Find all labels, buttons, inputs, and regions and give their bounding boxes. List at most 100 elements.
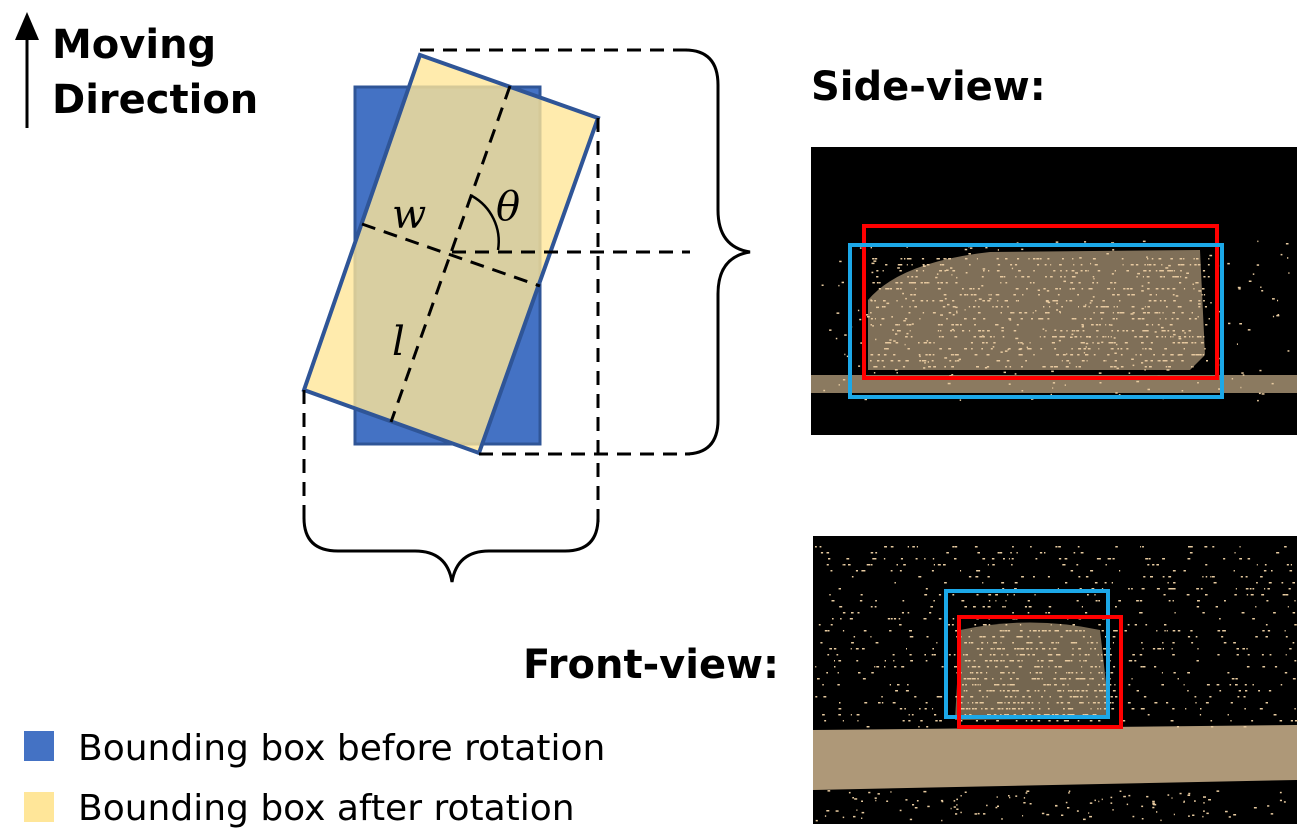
point-cloud-dot bbox=[932, 558, 935, 560]
point-cloud-dot bbox=[1225, 810, 1228, 813]
point-cloud-dot bbox=[1234, 594, 1237, 596]
point-cloud-dot bbox=[1167, 582, 1169, 584]
point-cloud-dot bbox=[941, 819, 943, 822]
point-cloud-dot bbox=[1023, 802, 1026, 804]
point-cloud-dot bbox=[1261, 393, 1265, 395]
point-cloud-dot bbox=[1284, 672, 1288, 674]
point-cloud-dot bbox=[1258, 690, 1260, 692]
point-cloud-dot bbox=[1204, 306, 1207, 308]
bottom-brace bbox=[302, 517, 600, 583]
point-cloud-dot bbox=[1119, 790, 1122, 792]
point-cloud-dot bbox=[1202, 576, 1204, 578]
point-cloud-dot bbox=[1012, 546, 1014, 548]
point-cloud-dot bbox=[1282, 594, 1286, 596]
point-cloud-dot bbox=[877, 793, 880, 795]
point-cloud-dot bbox=[1237, 696, 1240, 698]
point-cloud-dot bbox=[862, 678, 866, 680]
point-cloud-dot bbox=[1228, 816, 1231, 818]
point-cloud-dot bbox=[1273, 714, 1277, 716]
front-view-red-box bbox=[957, 615, 1123, 729]
point-cloud-dot bbox=[1256, 564, 1258, 566]
point-cloud-dot bbox=[910, 660, 913, 662]
point-cloud-dot bbox=[827, 630, 830, 632]
point-cloud-dot bbox=[1073, 552, 1076, 554]
point-cloud-dot bbox=[850, 618, 853, 620]
point-cloud-dot bbox=[1252, 273, 1255, 275]
point-cloud-dot bbox=[1140, 612, 1143, 614]
point-cloud-dot bbox=[1285, 594, 1289, 596]
point-cloud-dot bbox=[899, 570, 902, 572]
point-cloud-dot bbox=[889, 630, 892, 632]
point-cloud-dot bbox=[839, 702, 841, 704]
point-cloud-dot bbox=[821, 284, 824, 286]
point-cloud-dot bbox=[1207, 276, 1210, 278]
point-cloud-dot bbox=[926, 636, 929, 638]
point-cloud-dot bbox=[909, 654, 912, 656]
point-cloud-dot bbox=[1289, 648, 1292, 650]
point-cloud-dot bbox=[1219, 357, 1221, 360]
point-cloud-dot bbox=[861, 570, 865, 572]
point-cloud-dot bbox=[1057, 588, 1059, 590]
point-cloud-dot bbox=[1168, 576, 1172, 578]
point-cloud-dot bbox=[936, 258, 939, 260]
point-cloud-dot bbox=[984, 720, 986, 722]
point-cloud-dot bbox=[857, 714, 860, 716]
point-cloud-dot bbox=[1142, 240, 1146, 243]
point-cloud-dot bbox=[823, 696, 827, 698]
point-cloud-dot bbox=[870, 636, 872, 638]
point-cloud-dot bbox=[1235, 588, 1237, 590]
point-cloud-dot bbox=[1239, 558, 1242, 560]
point-cloud-dot bbox=[858, 672, 861, 674]
point-cloud-dot bbox=[1097, 558, 1100, 560]
point-cloud-dot bbox=[1287, 606, 1289, 608]
point-cloud-dot bbox=[1281, 582, 1284, 584]
point-cloud-dot bbox=[1288, 588, 1291, 590]
point-cloud-dot bbox=[870, 246, 872, 249]
point-cloud-dot bbox=[837, 684, 840, 686]
point-cloud-dot bbox=[887, 618, 891, 620]
point-cloud-dot bbox=[1044, 552, 1046, 554]
side-view-cyan-box bbox=[848, 243, 1224, 399]
point-cloud-dot bbox=[1208, 799, 1211, 801]
point-cloud-dot bbox=[1172, 642, 1175, 644]
point-cloud-dot bbox=[1166, 630, 1168, 632]
point-cloud-dot bbox=[1247, 558, 1251, 560]
point-cloud-dot bbox=[1187, 672, 1190, 674]
point-cloud-dot bbox=[1065, 801, 1068, 804]
point-cloud-dot bbox=[834, 666, 836, 668]
point-cloud-dot bbox=[1222, 630, 1225, 632]
point-cloud-dot bbox=[899, 270, 902, 272]
point-cloud-dot bbox=[1143, 576, 1146, 578]
point-cloud-dot bbox=[1280, 253, 1283, 256]
point-cloud-dot bbox=[941, 800, 944, 803]
point-cloud-dot bbox=[855, 570, 858, 572]
point-cloud-dot bbox=[870, 552, 874, 554]
point-cloud-dot bbox=[1289, 570, 1293, 572]
point-cloud-dot bbox=[1203, 276, 1205, 278]
point-cloud-dot bbox=[995, 600, 997, 602]
side-view-red-box bbox=[862, 224, 1219, 380]
point-cloud-dot bbox=[1209, 254, 1213, 257]
width-label: w bbox=[392, 192, 426, 238]
point-cloud-dot bbox=[1147, 714, 1150, 716]
point-cloud-dot bbox=[861, 811, 865, 814]
point-cloud-dot bbox=[1031, 398, 1034, 400]
point-cloud-dot bbox=[1152, 802, 1155, 804]
point-cloud-dot bbox=[956, 804, 958, 806]
point-cloud-dot bbox=[1272, 298, 1275, 300]
point-cloud-dot bbox=[831, 600, 835, 602]
point-cloud-dot bbox=[875, 642, 879, 644]
point-cloud-dot bbox=[1132, 815, 1135, 818]
point-cloud-dot bbox=[1115, 546, 1118, 548]
point-cloud-dot bbox=[835, 337, 838, 340]
point-cloud-dot bbox=[1256, 264, 1260, 266]
point-cloud-dot bbox=[924, 618, 927, 620]
point-cloud-dot bbox=[987, 606, 991, 608]
point-cloud-dot bbox=[977, 812, 980, 815]
point-cloud-dot bbox=[1227, 672, 1230, 674]
point-cloud-dot bbox=[1157, 648, 1160, 650]
point-cloud-dot bbox=[1062, 564, 1065, 566]
point-cloud-dot bbox=[1098, 624, 1101, 626]
point-cloud-dot bbox=[1270, 813, 1274, 815]
point-cloud-dot bbox=[1235, 684, 1238, 686]
